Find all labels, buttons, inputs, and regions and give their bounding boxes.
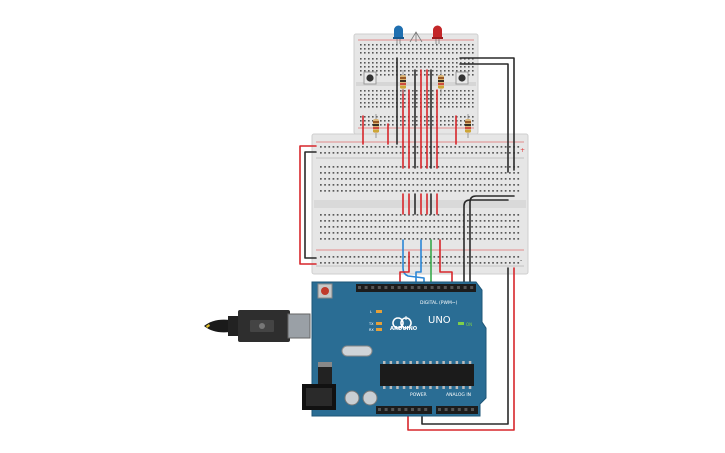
wire-black-to-board-1 xyxy=(469,195,515,285)
leds xyxy=(393,25,443,44)
wires xyxy=(299,57,515,431)
uno-label: UNO xyxy=(428,315,451,326)
microcontroller-chip xyxy=(380,361,474,389)
wire-red-sig-1 xyxy=(399,251,410,285)
wire-blue-2 xyxy=(415,239,422,285)
digital-header xyxy=(356,284,476,292)
wire-blue-1 xyxy=(402,239,425,285)
pushbutton-right xyxy=(455,71,469,85)
arduino-logo: ARDUINO xyxy=(390,316,418,332)
power-analog-headers xyxy=(376,406,478,414)
resistor xyxy=(400,70,406,94)
resistor xyxy=(438,70,444,94)
status-leds: L TX RX xyxy=(368,310,382,332)
arduino-uno: DIGITAL (PWM~) L TX RX ARDUINO UNO ON xyxy=(204,281,487,417)
pushbuttons xyxy=(363,71,469,85)
wire-red-left-rail xyxy=(299,145,317,265)
usb-cable xyxy=(204,310,311,342)
led-label-l: L xyxy=(370,310,372,314)
arduino-logo-text: ARDUINO xyxy=(390,326,418,332)
small-breadboard xyxy=(353,33,479,135)
wire-red-power xyxy=(407,267,515,431)
resistor xyxy=(465,114,471,138)
on-label: ON xyxy=(466,322,472,327)
resistors xyxy=(373,70,471,138)
analog-label: ANALOG IN xyxy=(446,392,471,398)
wire-black-right-2 xyxy=(459,63,509,173)
rail-plus-label: + xyxy=(520,147,525,154)
led-label-rx: RX xyxy=(369,328,374,332)
wire-red-sig-2 xyxy=(439,239,453,285)
reset-button-cap[interactable] xyxy=(321,287,329,295)
digital-label: DIGITAL (PWM~) xyxy=(420,300,458,306)
led-red xyxy=(432,25,443,44)
main-breadboard: + - xyxy=(311,133,529,275)
wire-black-to-board-2 xyxy=(463,199,509,285)
pushbutton-left xyxy=(363,71,377,85)
led-label-tx: TX xyxy=(368,322,374,326)
resistor xyxy=(373,114,379,138)
main-breadboard-holes xyxy=(320,146,520,264)
wire-black-right-1 xyxy=(459,57,515,171)
wire-black-left-rail xyxy=(304,151,317,259)
power-label: POWER xyxy=(410,392,427,398)
pot-legs xyxy=(409,31,423,43)
rail-minus-label: - xyxy=(520,257,522,264)
led-blue xyxy=(393,25,404,44)
small-breadboard-holes xyxy=(360,44,474,126)
wire-black-power xyxy=(421,267,509,425)
